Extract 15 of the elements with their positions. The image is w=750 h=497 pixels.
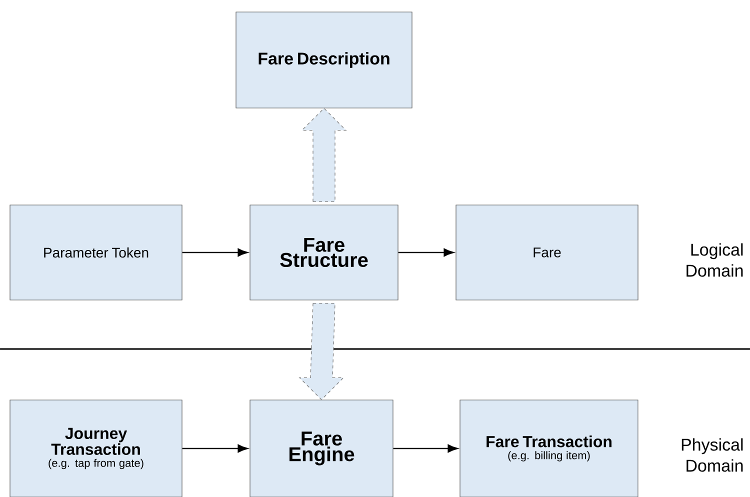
block-arrow (298, 302, 344, 400)
process-box: Fare Description (236, 12, 412, 108)
block-arrow (301, 108, 347, 202)
process-box: Journey Transaction (e.g. tap from gate) (10, 400, 182, 497)
process-box: Parameter Token (10, 204, 182, 300)
domain-label: Logical Domain (686, 243, 743, 277)
process-box: Fare Structure (250, 204, 398, 300)
arrow (182, 444, 248, 453)
process-box: Fare (456, 204, 638, 300)
process-box: Fare Transaction (e.g. billing item) (460, 400, 638, 497)
arrow (182, 248, 248, 257)
process-box: Fare Engine (250, 400, 394, 497)
arrow (398, 248, 454, 257)
domain-label: Physical Domain (682, 438, 743, 472)
arrow (393, 444, 458, 453)
